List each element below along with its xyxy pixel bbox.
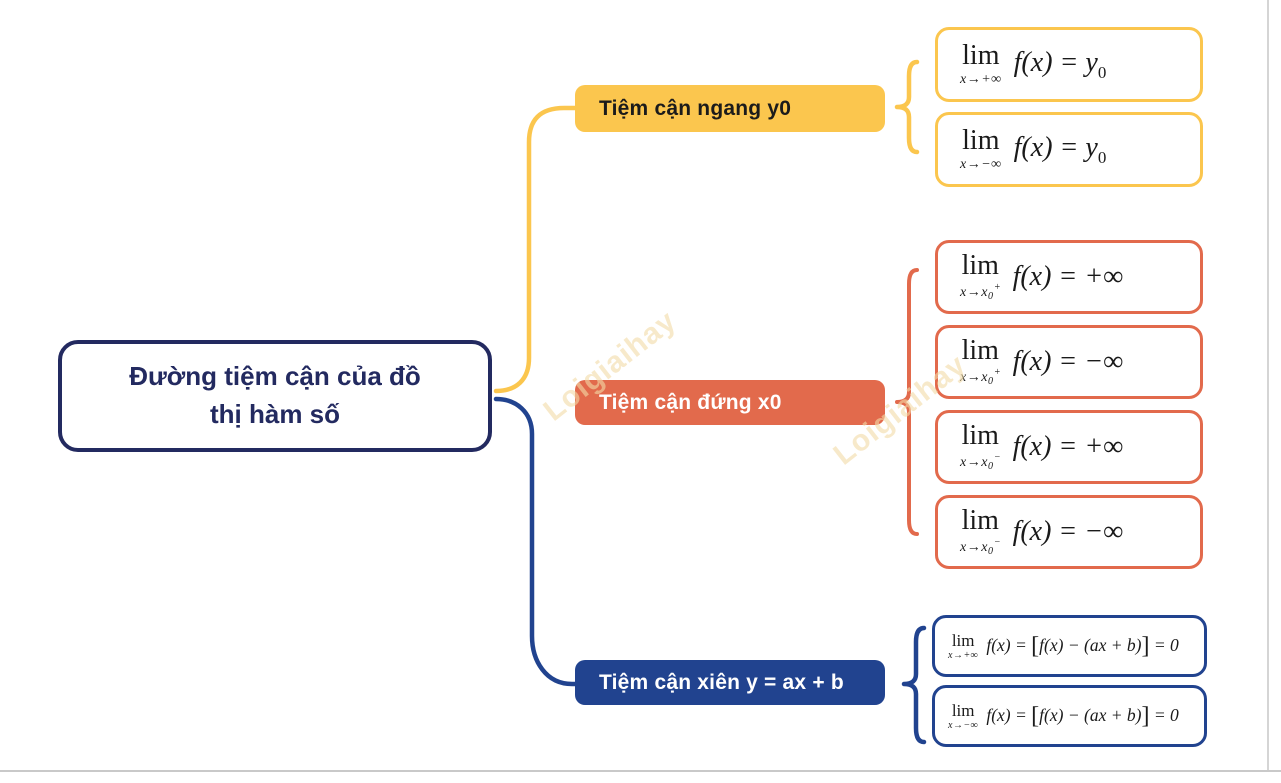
connector-horizontal-branch [493, 105, 580, 394]
lim-subscript: x→x0− [960, 453, 1001, 472]
page-bottom-edge [0, 770, 1281, 772]
expr-c: = 0 [1149, 705, 1179, 725]
page-right-edge [1267, 0, 1269, 770]
lim-subscript: x→−∞ [960, 157, 1002, 172]
formula-box-vertical-2: lim x→x0+ f(x) = −∞ [935, 325, 1203, 399]
formula-box-oblique-2: lim x→−∞ f(x) = [f(x) − (ax + b)] = 0 [932, 685, 1207, 747]
expr-a: f(x) = [986, 635, 1032, 655]
lim-word: lim [951, 700, 975, 720]
limit-notation: lim x→+∞ [960, 42, 1002, 87]
lim-subscript: x→+∞ [948, 649, 979, 661]
sub-zero: 0 [987, 461, 994, 472]
branch-label-text: Tiệm cận đứng x0 [599, 390, 782, 414]
expr-main: f(x) = y [1013, 131, 1098, 163]
lim-word: lim [951, 630, 975, 650]
expr-b: f(x) − (ax + b) [1039, 705, 1142, 725]
sub-zero: 0 [987, 291, 994, 302]
brace-vertical-icon [895, 268, 919, 536]
formula-expression: f(x) = y0 [1013, 131, 1107, 167]
connector-oblique-branch [493, 396, 582, 687]
formula-expression: f(x) = +∞ [1012, 431, 1124, 462]
limit-notation: lim x→−∞ [948, 702, 978, 731]
limit-notation: lim x→x0+ [960, 337, 1001, 387]
lim-subscript: x→x0+ [960, 283, 1001, 302]
formula-expression: f(x) = +∞ [1012, 261, 1124, 292]
limit-notation: lim x→−∞ [960, 127, 1002, 172]
lim-subscript: x→−∞ [948, 719, 979, 731]
lim-subscript: x→x0− [960, 538, 1001, 557]
right-bracket: ] [1141, 703, 1150, 729]
lim-subscript: x→x0+ [960, 368, 1001, 387]
sub-sign: − [994, 452, 1001, 463]
branch-label-horizontal-asymptote: Tiệm cận ngang y0 [575, 85, 885, 132]
expr-b: f(x) − (ax + b) [1039, 635, 1142, 655]
limit-notation: lim x→x0− [960, 507, 1001, 557]
sub-zero: 0 [987, 376, 994, 387]
lim-word: lim [962, 125, 1000, 156]
formula-box-oblique-1: lim x→+∞ f(x) = [f(x) − (ax + b)] = 0 [932, 615, 1207, 677]
brace-oblique-icon [901, 625, 927, 745]
formula-expression: f(x) = [f(x) − (ax + b)] = 0 [986, 634, 1178, 658]
central-topic-node: Đường tiệm cận của đồ thị hàm số [58, 340, 492, 452]
sub-sign: + [994, 367, 1001, 378]
right-bracket: ] [1141, 633, 1150, 659]
lim-word: lim [961, 250, 999, 281]
brace-horizontal-icon [894, 59, 920, 155]
formula-box-vertical-3: lim x→x0− f(x) = +∞ [935, 410, 1203, 484]
central-topic-line1: Đường tiệm cận của đồ [129, 361, 421, 392]
expr-c: = 0 [1149, 635, 1179, 655]
formula-box-vertical-1: lim x→x0+ f(x) = +∞ [935, 240, 1203, 314]
limit-notation: lim x→x0+ [960, 252, 1001, 302]
left-bracket: [ [1031, 703, 1040, 729]
limit-notation: lim x→x0− [960, 422, 1001, 472]
expr-subscript: 0 [1097, 147, 1107, 167]
formula-expression: f(x) = −∞ [1012, 516, 1124, 547]
formula-box-vertical-4: lim x→x0− f(x) = −∞ [935, 495, 1203, 569]
branch-label-text: Tiệm cận xiên y = ax + b [599, 670, 844, 694]
formula-expression: f(x) = [f(x) − (ax + b)] = 0 [986, 704, 1178, 728]
sub-pre: x→x [960, 455, 988, 470]
lim-word: lim [962, 40, 1000, 71]
sub-zero: 0 [987, 546, 994, 557]
formula-box-horizontal-1: lim x→+∞ f(x) = y0 [935, 27, 1203, 102]
left-bracket: [ [1031, 633, 1040, 659]
branch-label-text: Tiệm cận ngang y0 [599, 96, 792, 120]
sub-pre: x→x [960, 370, 988, 385]
expr-a: f(x) = [986, 705, 1032, 725]
formula-box-horizontal-2: lim x→−∞ f(x) = y0 [935, 112, 1203, 187]
sub-pre: x→x [960, 285, 988, 300]
sub-pre: x→x [960, 540, 988, 555]
sub-sign: − [994, 537, 1001, 548]
sub-sign: + [994, 282, 1001, 293]
lim-word: lim [961, 335, 999, 366]
central-topic-line2: thị hàm số [209, 399, 340, 429]
lim-subscript: x→+∞ [960, 72, 1002, 87]
branch-label-vertical-asymptote: Tiệm cận đứng x0 [575, 380, 885, 425]
expr-main: f(x) = y [1013, 46, 1098, 78]
branch-label-oblique-asymptote: Tiệm cận xiên y = ax + b [575, 660, 885, 705]
lim-word: lim [961, 505, 999, 536]
limit-notation: lim x→+∞ [948, 632, 978, 661]
lim-word: lim [961, 420, 999, 451]
formula-expression: f(x) = −∞ [1012, 346, 1124, 377]
expr-subscript: 0 [1097, 62, 1107, 82]
formula-expression: f(x) = y0 [1013, 46, 1107, 82]
